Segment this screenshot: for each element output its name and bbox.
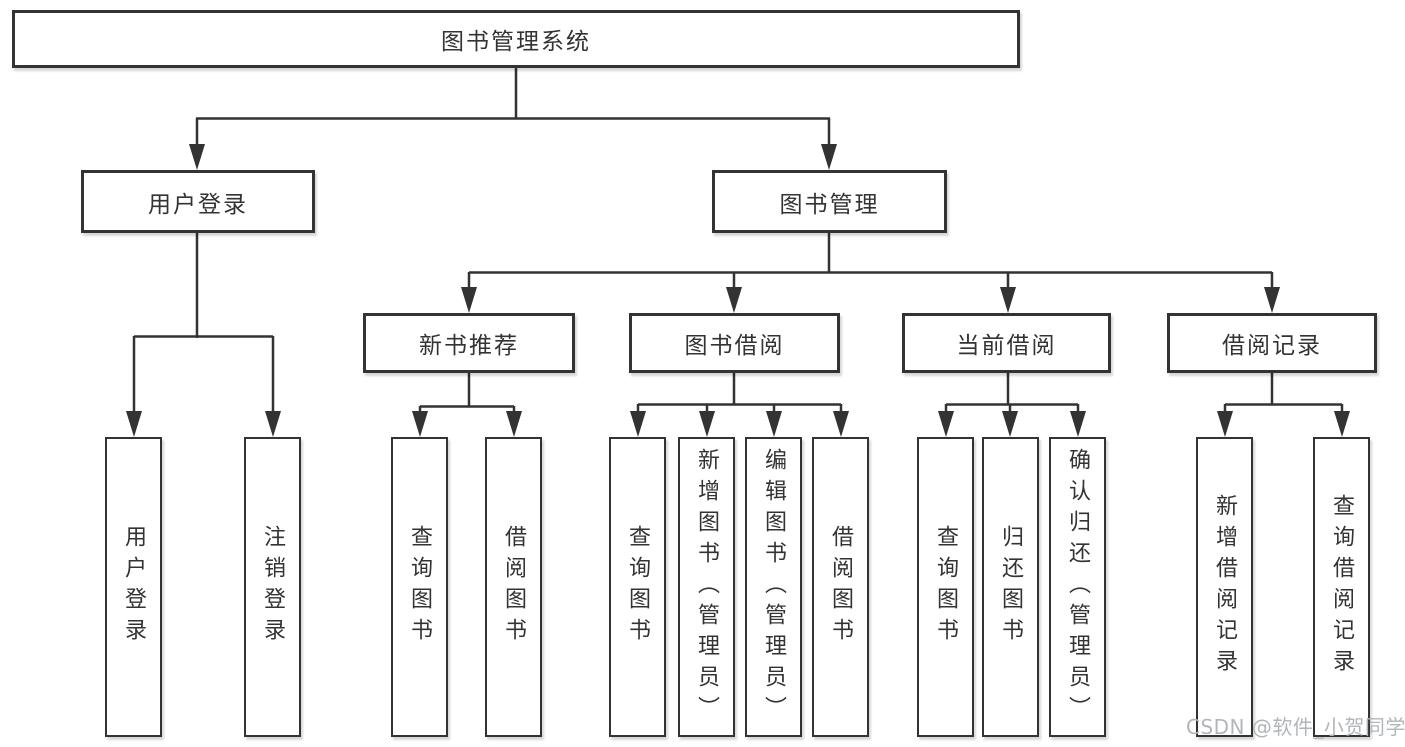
- node-user-login: 用户登录: [81, 170, 315, 233]
- node-book-borrowing: 图书借阅: [629, 313, 840, 373]
- leaf-borrow-books: 借阅图书: [812, 437, 869, 737]
- leaf-add-borrow-record: 新增借阅记录: [1196, 437, 1253, 737]
- leaf-query-borrow-record: 查询借阅记录: [1313, 437, 1370, 737]
- node-current-borrowing: 当前借阅: [902, 313, 1111, 373]
- leaf-return-book: 归还图书: [982, 437, 1039, 737]
- leaf-query-books-borrowing: 查询图书: [609, 437, 666, 737]
- csdn-watermark: CSDN @软件_小贺同学: [1186, 715, 1405, 739]
- node-book-management: 图书管理: [712, 170, 947, 233]
- leaf-query-books-recommend: 查询图书: [391, 437, 448, 737]
- leaf-user-login: 用户登录: [105, 437, 162, 737]
- leaf-add-book-admin: 新增图书（管理员）: [678, 437, 735, 737]
- node-library-management-system: 图书管理系统: [12, 10, 1020, 68]
- node-borrowing-records: 借阅记录: [1167, 313, 1377, 373]
- node-new-book-recommend: 新书推荐: [363, 313, 575, 373]
- leaf-confirm-return-admin: 确认归还（管理员）: [1049, 437, 1106, 737]
- arrow-down-icons: [126, 144, 1350, 437]
- connector-lines: [132, 67, 1344, 415]
- leaf-logout: 注销登录: [244, 437, 301, 737]
- leaf-edit-book-admin: 编辑图书（管理员）: [745, 437, 802, 737]
- leaf-query-books-current: 查询图书: [917, 437, 974, 737]
- leaf-borrow-books-recommend: 借阅图书: [485, 437, 542, 737]
